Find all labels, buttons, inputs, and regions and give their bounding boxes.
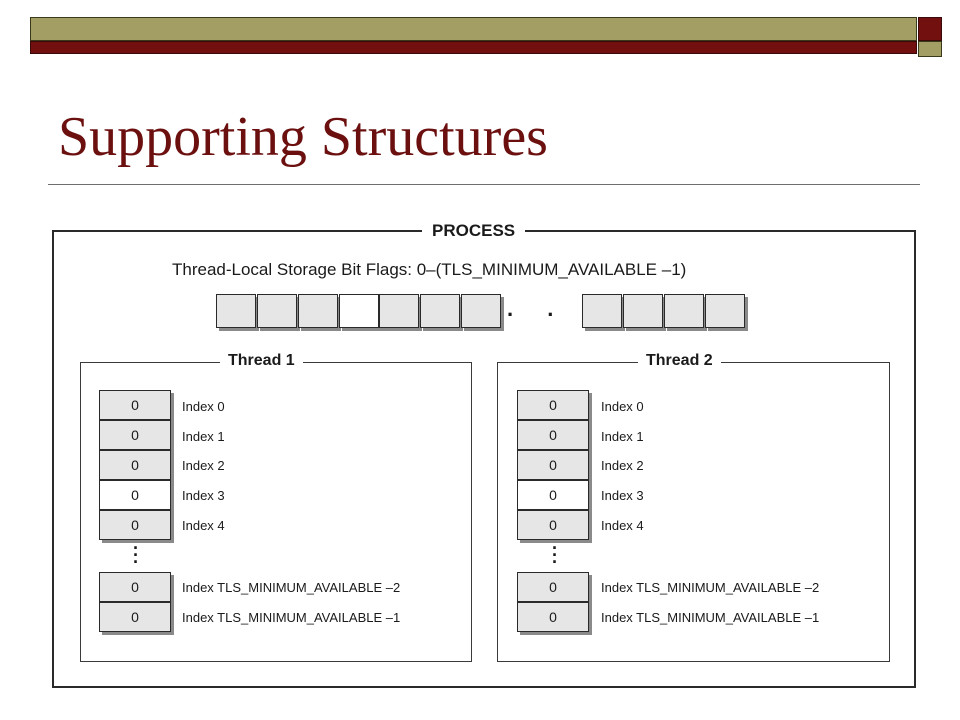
- bit-flags-ellipsis: . . .: [507, 296, 608, 321]
- bit-flag-cell: [298, 294, 338, 328]
- bit-flag-cell: [623, 294, 663, 328]
- bit-flag-cell: [461, 294, 501, 328]
- thread1-slot-n2: 0: [99, 572, 171, 602]
- thread2-slot-2-label: Index 2: [601, 458, 644, 473]
- bit-flag-cell: [216, 294, 256, 328]
- thread2-slot-4: 0: [517, 510, 589, 540]
- thread2-slot-3-label: Index 3: [601, 488, 644, 503]
- banner-corner-maroon-square: [918, 17, 942, 41]
- thread2-slot-0-label: Index 0: [601, 399, 644, 414]
- thread2-slot-1-label: Index 1: [601, 429, 644, 444]
- banner-maroon-bar: [30, 41, 917, 54]
- thread2-vertical-ellipsis: ···: [552, 538, 558, 572]
- thread2-slot-n2-label: Index TLS_MINIMUM_AVAILABLE –2: [601, 580, 820, 595]
- thread1-slot-4: 0: [99, 510, 171, 540]
- thread2-slot-0: 0: [517, 390, 589, 420]
- thread1-slot-n1-label: Index TLS_MINIMUM_AVAILABLE –1: [182, 610, 401, 625]
- bit-flag-cell: [379, 294, 419, 328]
- thread2-slot-4-label: Index 4: [601, 518, 644, 533]
- title-divider: [48, 184, 920, 185]
- bit-flag-cell: [582, 294, 622, 328]
- thread1-slot-2: 0: [99, 450, 171, 480]
- bit-flag-cell: [705, 294, 745, 328]
- thread1-slot-4-label: Index 4: [182, 518, 225, 533]
- thread2-slot-3: 0: [517, 480, 589, 510]
- banner-corner-olive-square: [918, 41, 942, 57]
- thread1-slot-2-label: Index 2: [182, 458, 225, 473]
- thread1-vertical-ellipsis: ···: [133, 538, 139, 572]
- thread1-slot-1-label: Index 1: [182, 429, 225, 444]
- thread1-label: Thread 1: [220, 350, 303, 372]
- bit-flag-cell: [420, 294, 460, 328]
- thread2-slot-1: 0: [517, 420, 589, 450]
- slide-title: Supporting Structures: [58, 106, 548, 168]
- thread1-slot-0: 0: [99, 390, 171, 420]
- thread1-slot-0-label: Index 0: [182, 399, 225, 414]
- thread1-slot-1: 0: [99, 420, 171, 450]
- thread2-slot-n1-label: Index TLS_MINIMUM_AVAILABLE –1: [601, 610, 820, 625]
- bit-flag-cell: [257, 294, 297, 328]
- thread1-slot-3: 0: [99, 480, 171, 510]
- banner-olive-bar: [30, 17, 917, 41]
- thread2-slot-n1: 0: [517, 602, 589, 632]
- tls-bit-flags-caption: Thread-Local Storage Bit Flags: 0–(TLS_M…: [172, 260, 687, 279]
- thread1-slot-3-label: Index 3: [182, 488, 225, 503]
- bit-flag-cell-highlighted: [339, 294, 379, 328]
- thread2-label: Thread 2: [638, 350, 721, 372]
- thread2-slot-2: 0: [517, 450, 589, 480]
- bit-flag-cell: [664, 294, 704, 328]
- process-label: PROCESS: [422, 220, 526, 242]
- thread1-slot-n1: 0: [99, 602, 171, 632]
- thread1-slot-n2-label: Index TLS_MINIMUM_AVAILABLE –2: [182, 580, 401, 595]
- thread2-slot-n2: 0: [517, 572, 589, 602]
